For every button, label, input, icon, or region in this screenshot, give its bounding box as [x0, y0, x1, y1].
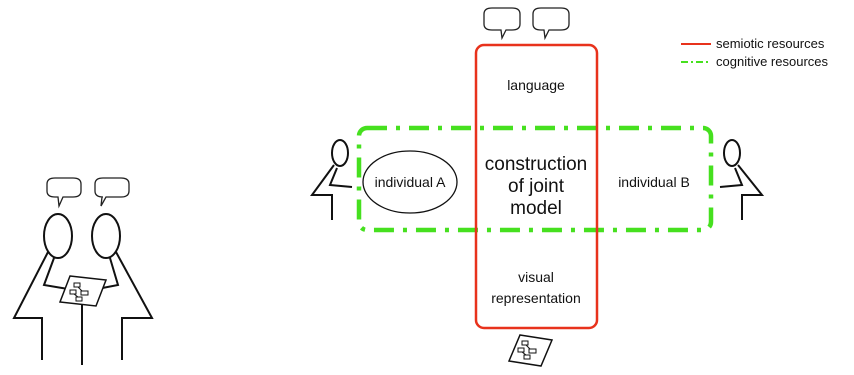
person-icon [719, 139, 765, 220]
individual-a-ellipse [362, 150, 458, 214]
center-label-line2: of joint [508, 176, 565, 197]
visual-label: visual [518, 269, 554, 285]
person-icon [12, 213, 75, 360]
cognitive-resources-box [356, 125, 714, 233]
center-label-line3: model [510, 198, 562, 219]
speech-bubble-icon [532, 7, 570, 41]
representation-label: representation [491, 290, 581, 306]
individual-b-label: individual B [618, 174, 690, 190]
person-icon [310, 139, 353, 220]
center-label-line1: construction [485, 154, 587, 175]
semiotic-resources-box [474, 43, 599, 330]
legend: semiotic resources cognitive resources [681, 36, 828, 69]
diagram-sheet-icon [507, 334, 554, 367]
legend-cognitive-label: cognitive resources [716, 54, 828, 69]
speech-bubble-icon [46, 177, 82, 209]
diagram-sheet-icon [58, 275, 108, 307]
speech-bubble-icon [94, 177, 130, 207]
legend-semiotic-label: semiotic resources [716, 36, 825, 51]
language-label: language [507, 77, 565, 93]
speech-bubble-icon [483, 7, 521, 41]
two-people-scene [12, 177, 154, 365]
individual-a-label: individual A [375, 174, 446, 190]
